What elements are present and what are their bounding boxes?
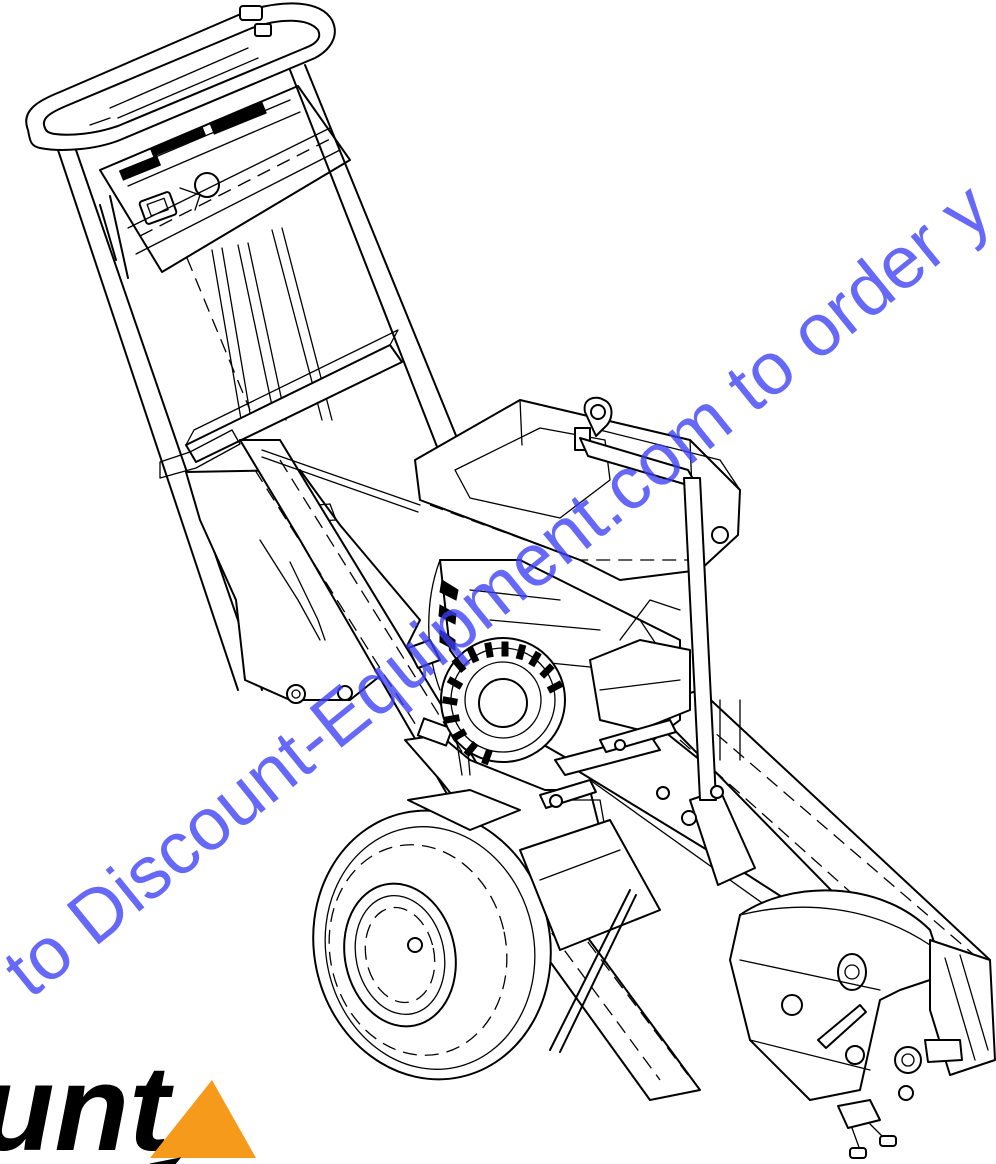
cutter-guard-icon: [729, 889, 996, 1159]
engine-icon: [261, 396, 741, 826]
logo-arrow-icon: [150, 1080, 256, 1158]
wheel-icon: [312, 789, 661, 1081]
skid-rod: [549, 889, 637, 1053]
logo-text: unt: [0, 1040, 174, 1164]
handlebar-icon: [25, 2, 471, 691]
logo: unt: [0, 1040, 256, 1164]
